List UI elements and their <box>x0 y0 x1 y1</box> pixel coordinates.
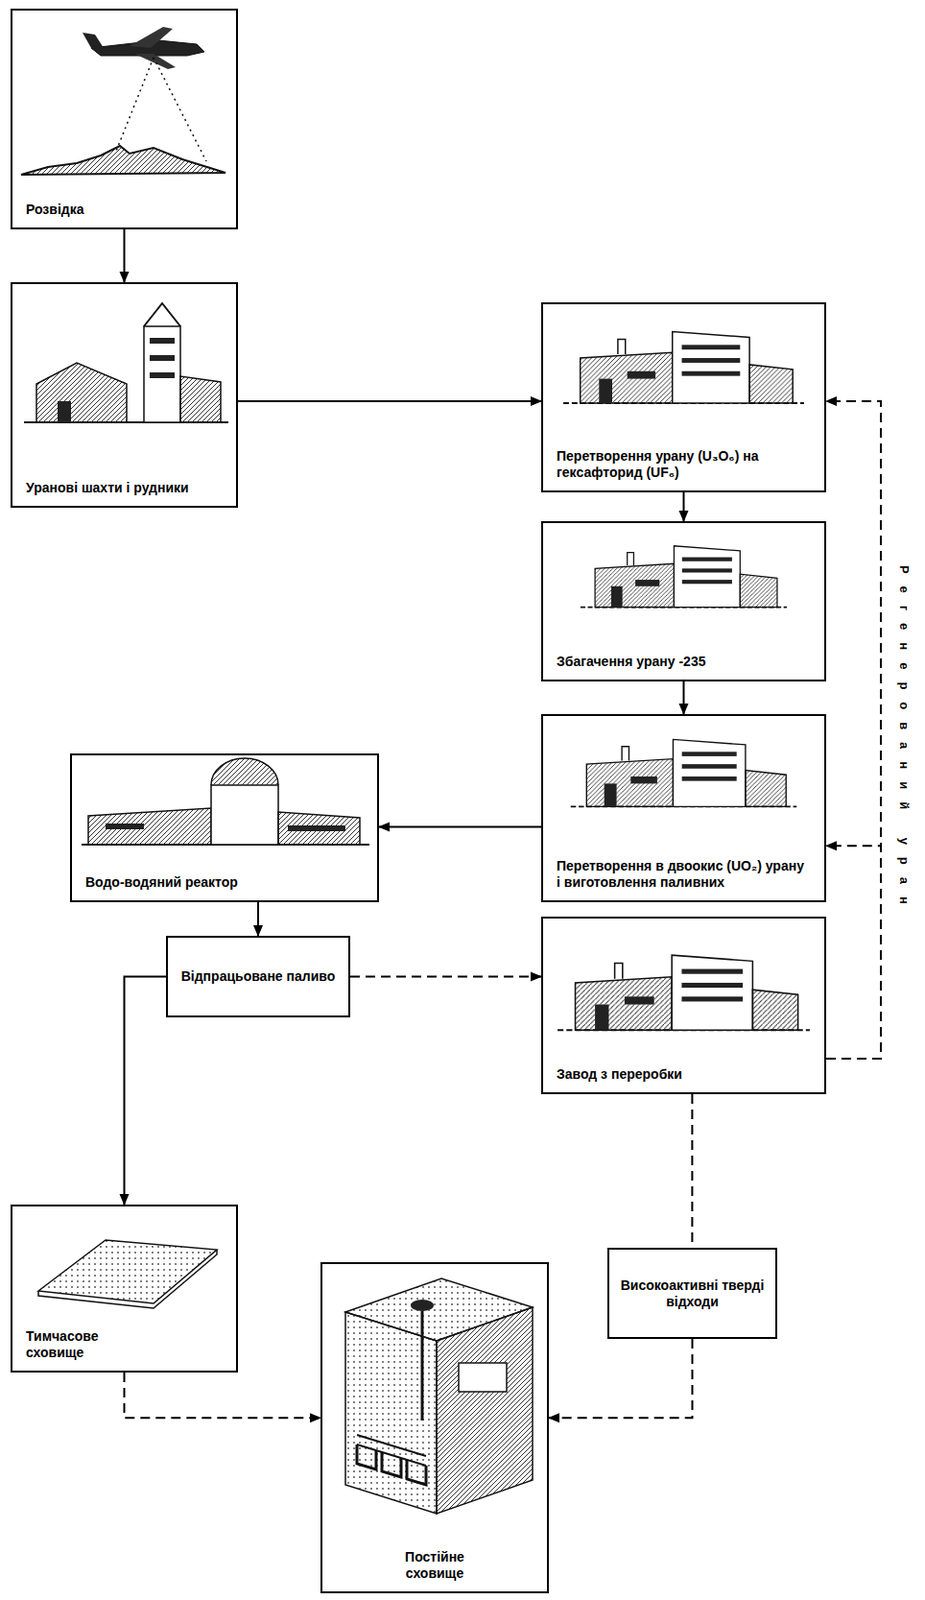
node-text: Збагачення урану -235 <box>556 653 706 670</box>
mine-picture-part <box>143 303 181 327</box>
dashed-flow-arrow <box>826 845 881 1059</box>
dashed-flow-arrow <box>548 1338 693 1418</box>
repository-picture-part <box>345 1311 437 1514</box>
storage-pad-picture-part <box>38 1239 217 1304</box>
repository-picture-part <box>436 1306 533 1514</box>
mine-picture-part <box>149 355 175 361</box>
node-text: Перетворення урану (U₃O₆) на гексафторид… <box>556 448 811 481</box>
node-text: Тимчасове сховище <box>25 1328 132 1361</box>
factory-picture-part <box>570 738 798 807</box>
plane-survey-picture-part <box>115 57 154 154</box>
facility-box: Завод з переробки <box>541 916 827 1094</box>
node-text: Перетворення в двоокис (UO₂) урану і виг… <box>556 857 811 891</box>
mine-picture-part <box>57 401 72 423</box>
storage-pad-picture <box>38 1239 217 1308</box>
repository-picture-part <box>356 1434 427 1466</box>
plane-survey-picture <box>21 26 226 175</box>
reactor-picture <box>81 758 370 845</box>
mine-picture-part <box>36 362 127 423</box>
facility-box: Уранові шахти і рудники <box>10 282 238 508</box>
process-box: Відпрацьоване паливо <box>166 935 351 1018</box>
flow-label: Регенерований уран <box>896 565 912 917</box>
flow-arrow <box>379 826 542 829</box>
facility-box: Водо-водяний реактор <box>70 753 380 902</box>
facility-box: Постійне сховище <box>320 1261 549 1593</box>
plane-survey-picture-part <box>21 145 226 175</box>
process-box: Високоактивні тверді відходи <box>607 1247 778 1339</box>
repository-picture-part <box>356 1444 427 1485</box>
facility-box: Розвідка <box>10 8 238 230</box>
reactor-picture-part <box>287 825 346 831</box>
reactor-picture-part <box>211 758 279 785</box>
node-text: Відпрацьоване паливо <box>181 968 336 985</box>
flow-arrow <box>237 400 542 403</box>
flow-arrow <box>683 492 686 522</box>
repository-picture-part <box>458 1362 507 1392</box>
node-text: Постійне сховище <box>381 1548 488 1582</box>
facility-box: Тимчасове сховище <box>10 1204 238 1373</box>
factory-picture-part <box>557 954 810 1030</box>
mine-picture-part <box>149 337 175 344</box>
repository-picture-part <box>410 1299 434 1311</box>
plane-survey-picture-part <box>82 32 104 48</box>
node-text: Завод з переробки <box>556 1066 683 1083</box>
storage-pad-picture-part <box>38 1249 217 1308</box>
facility-box: Перетворення урану (U₃O₆) на гексафторид… <box>541 302 827 493</box>
mine-picture-part <box>143 326 181 423</box>
dashed-flow-arrow <box>124 1372 322 1418</box>
dashed-flow-arrow <box>350 975 542 978</box>
repository-picture <box>345 1278 533 1514</box>
repository-picture-part <box>421 1310 425 1421</box>
dashed-flow-arrow <box>690 1093 693 1248</box>
node-text: Високоактивні тверді відходи <box>618 1277 766 1310</box>
reactor-picture-part <box>278 811 360 845</box>
factory-picture-part <box>563 332 805 404</box>
node-text: Водо-водяний реактор <box>85 874 238 891</box>
node-text: Розвідка <box>25 201 85 218</box>
reactor-picture-part <box>88 807 212 845</box>
mine-picture-part <box>180 376 221 423</box>
flow-arrow <box>123 229 126 283</box>
plane-survey-picture-part <box>129 26 173 48</box>
node-text: Уранові шахти і рудники <box>25 479 190 497</box>
facility-box: Перетворення в двоокис (UO₂) урану і виг… <box>541 713 827 902</box>
facility-box: Збагачення урану -235 <box>541 521 827 682</box>
flow-arrow <box>257 901 260 936</box>
factory-picture-part <box>580 545 787 608</box>
plane-survey-picture-part <box>134 53 176 70</box>
plane-survey-picture-part <box>153 57 207 162</box>
reactor-picture-part <box>105 823 144 830</box>
dashed-flow-arrow <box>826 401 881 1059</box>
flow-arrow <box>124 976 167 1206</box>
mine-picture <box>23 303 229 423</box>
mine-picture-part <box>149 372 175 379</box>
reactor-picture-part <box>211 784 279 845</box>
flow-arrow <box>683 681 686 714</box>
